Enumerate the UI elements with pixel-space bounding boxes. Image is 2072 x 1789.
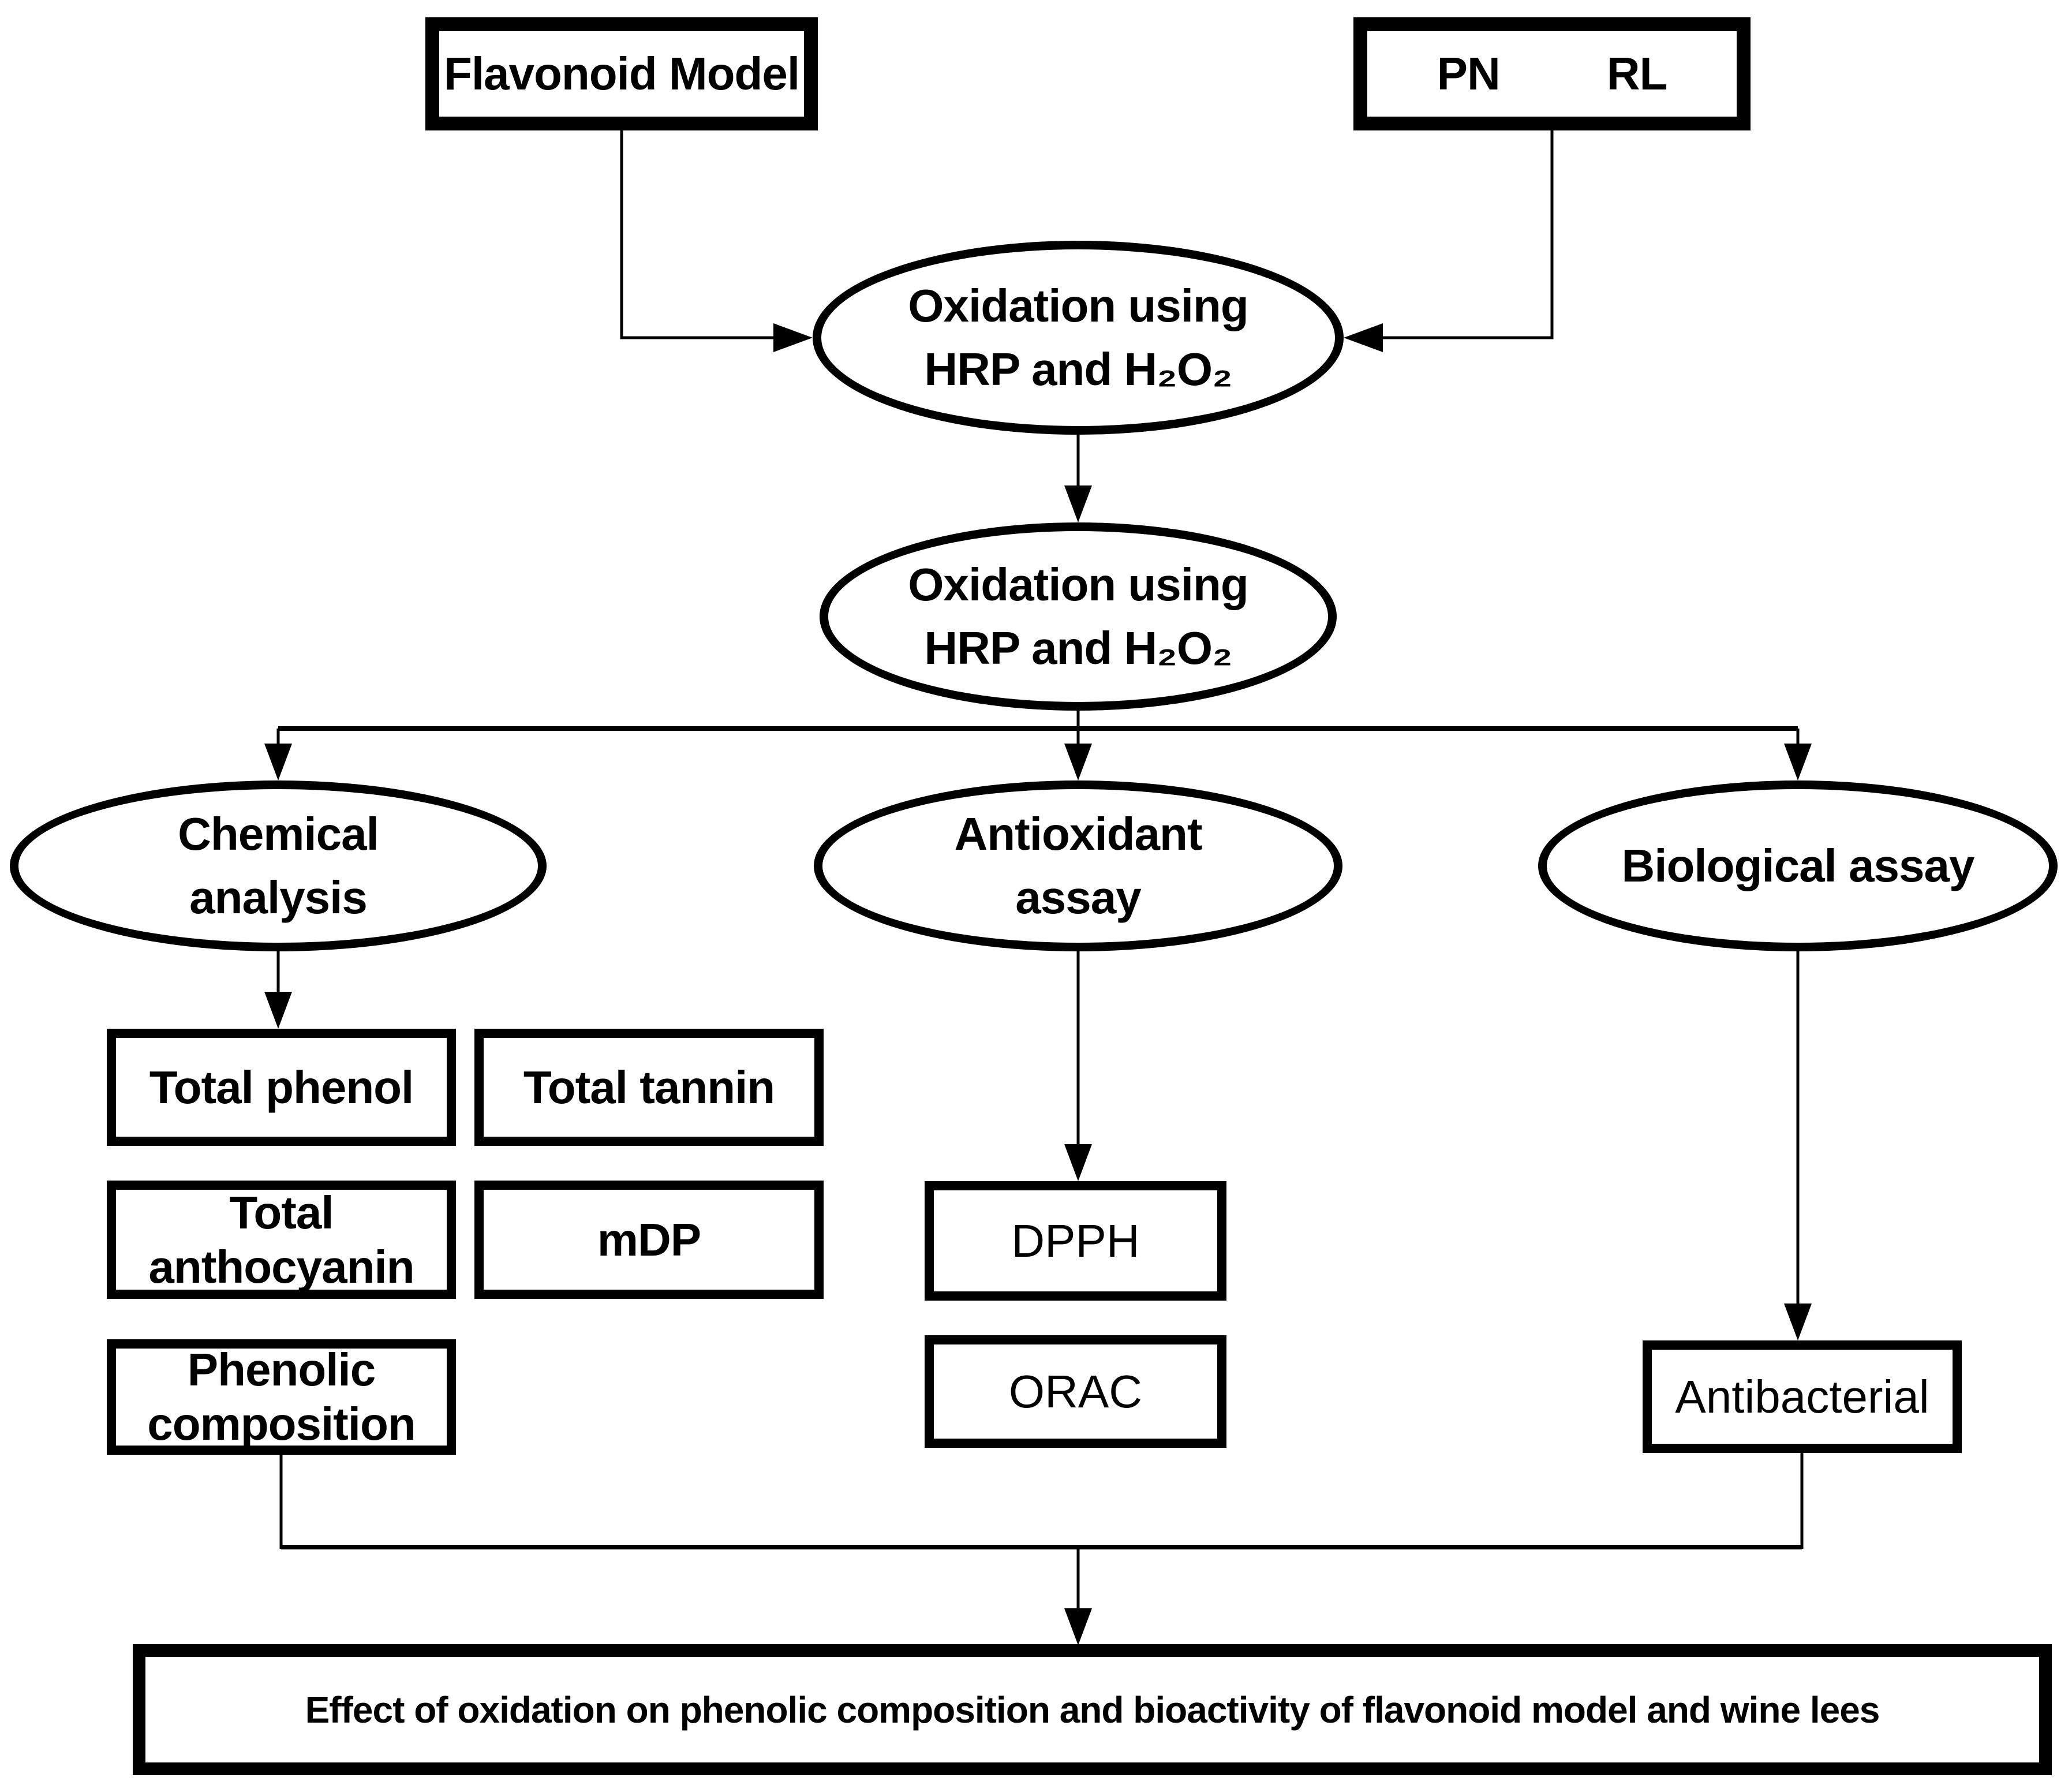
node-dpph: DPPH bbox=[925, 1181, 1226, 1301]
node-label-line: Chemical bbox=[178, 808, 379, 860]
node-phenolic-composition: Phenolic composition bbox=[107, 1339, 456, 1455]
node-total-phenol: Total phenol bbox=[107, 1029, 456, 1146]
connector-flavonoid-to-oxidation1 bbox=[620, 128, 779, 339]
node-samples-pn-rl: PN RL bbox=[1353, 17, 1751, 130]
node-label: Total phenol bbox=[149, 1061, 414, 1113]
node-orac: ORAC bbox=[925, 1335, 1226, 1448]
node-label-line: composition bbox=[147, 1398, 416, 1450]
node-label: ORAC bbox=[1008, 1365, 1143, 1417]
node-label-line: assay bbox=[1015, 872, 1141, 923]
node-label-line: HRP and H₂O₂ bbox=[924, 622, 1232, 674]
node-label: DPPH bbox=[1011, 1215, 1140, 1267]
node-label: Total tannin bbox=[523, 1061, 775, 1113]
samples-label-row: PN RL bbox=[1437, 48, 1668, 99]
arrowhead-into-total-phenol bbox=[264, 992, 292, 1029]
arrowhead-right-into-oxidation1 bbox=[773, 323, 813, 352]
arrowhead-into-antibacterial bbox=[1784, 1304, 1812, 1340]
node-label-line: Oxidation using bbox=[908, 280, 1248, 331]
node-label-line: Total bbox=[229, 1186, 334, 1238]
node-oxidation-step-2: Oxidation using HRP and H₂O₂ bbox=[820, 522, 1337, 711]
arrowhead-left-into-oxidation1 bbox=[1344, 323, 1383, 352]
arrowhead-into-dpph bbox=[1064, 1144, 1092, 1181]
node-oxidation-step-1: Oxidation using HRP and H₂O₂ bbox=[813, 241, 1344, 435]
node-label-line: Phenolic bbox=[187, 1344, 376, 1395]
conclusion-label: Effect of oxidation on phenolic composit… bbox=[305, 1689, 1880, 1731]
sample-pn-label: PN bbox=[1437, 48, 1501, 99]
node-total-anthocyanin: Total anthocyanin bbox=[107, 1181, 456, 1299]
node-label: mDP bbox=[597, 1213, 701, 1265]
node-flavonoid-model: Flavonoid Model bbox=[425, 17, 818, 130]
sample-rl-label: RL bbox=[1606, 48, 1668, 99]
node-conclusion: Effect of oxidation on phenolic composit… bbox=[133, 1644, 2052, 1775]
node-antibacterial: Antibacterial bbox=[1643, 1340, 1962, 1453]
arrowhead-into-conclusion bbox=[1064, 1608, 1092, 1645]
node-total-tannin: Total tannin bbox=[474, 1029, 824, 1146]
node-label: Biological assay bbox=[1621, 840, 1975, 891]
node-chemical-analysis: Chemical analysis bbox=[10, 780, 547, 951]
node-biological-assay: Biological assay bbox=[1538, 780, 2058, 951]
node-antioxidant-assay: Antioxidant assay bbox=[814, 780, 1342, 951]
node-label: Flavonoid Model bbox=[443, 48, 800, 99]
node-label-line: HRP and H₂O₂ bbox=[924, 343, 1232, 395]
node-mdp: mDP bbox=[474, 1181, 824, 1299]
node-label-line: analysis bbox=[189, 872, 368, 923]
arrowhead-into-biological-assay bbox=[1784, 744, 1812, 780]
node-label-line: anthocyanin bbox=[148, 1241, 414, 1293]
node-label: Antibacterial bbox=[1675, 1370, 1929, 1422]
arrowhead-into-chemical-analysis bbox=[264, 744, 292, 780]
arrowhead-down-into-oxidation2 bbox=[1064, 485, 1092, 522]
node-label-line: Oxidation using bbox=[908, 559, 1248, 610]
connector-pnrl-to-oxidation1 bbox=[1377, 128, 1554, 339]
node-label-line: Antioxidant bbox=[954, 808, 1203, 860]
arrowhead-into-antioxidant-assay bbox=[1064, 744, 1092, 780]
